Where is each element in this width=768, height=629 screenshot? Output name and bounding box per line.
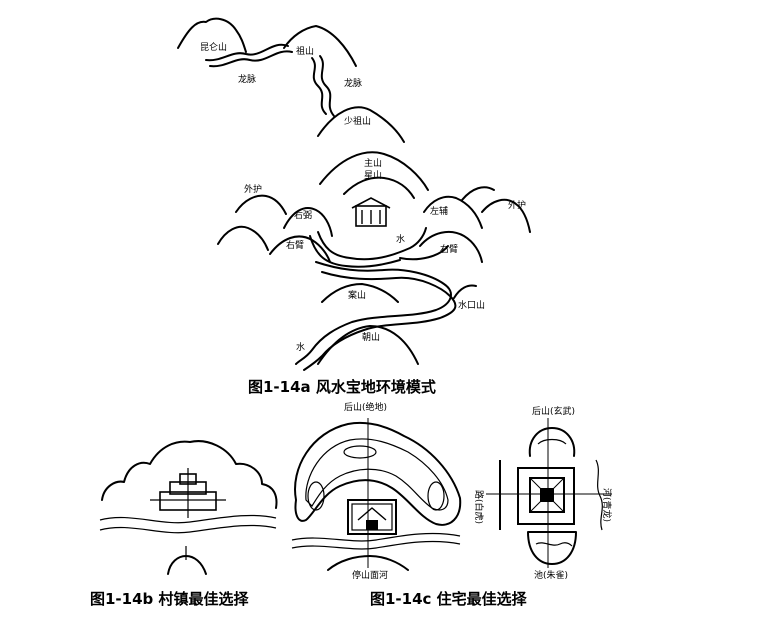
- river-green-dragon: [595, 459, 603, 531]
- label-c-bottom: 停山面河: [352, 569, 388, 581]
- label-longmai-1: 龙脉: [238, 73, 256, 85]
- an-mountain: [321, 283, 399, 303]
- label-zushan: 祖山: [296, 45, 314, 57]
- pond-red-bird: [527, 531, 577, 565]
- shaozu-mountain: [317, 106, 405, 143]
- right-arm: [419, 230, 483, 263]
- label-waihu-right: 外护: [508, 199, 526, 211]
- label-youbi2: 右臂: [286, 239, 304, 251]
- small-lake-right: [427, 481, 445, 511]
- label-waihu-left: 外护: [244, 183, 262, 195]
- left-assist-hill: [423, 195, 483, 229]
- label-zhushan: 主山: [364, 157, 382, 169]
- dragon-vein-1: [205, 43, 289, 62]
- main-mountain: [319, 151, 429, 191]
- water-stream: [317, 227, 427, 261]
- caption-c: 图1-14c 住宅最佳选择: [370, 590, 528, 608]
- water-flow-1: [295, 261, 452, 365]
- label-d-bottom: 池(朱雀): [534, 569, 568, 581]
- kunlun-mountain: [177, 17, 247, 53]
- label-c-top: 后山(绝地): [344, 401, 387, 413]
- label-zuobi: 右臂: [440, 243, 458, 255]
- dragon-vein-1b: [209, 50, 293, 68]
- label-shui-2: 水: [296, 341, 305, 353]
- outer-guard-left: [235, 194, 287, 215]
- left-arm-hill: [217, 225, 269, 251]
- dragon-vein-2: [311, 57, 327, 115]
- label-chaoshan: 朝山: [362, 332, 380, 343]
- shuikou-mountain: [453, 284, 477, 299]
- caption-a: 图1-14a 风水宝地环境模式: [248, 378, 436, 396]
- right-assist-hill: [283, 207, 333, 237]
- center-house: [351, 197, 391, 227]
- horseshoe-outer: [294, 422, 462, 526]
- back-mountain-d-inner: [537, 438, 567, 445]
- residence-d: [517, 467, 575, 525]
- front-river-1: [291, 532, 461, 542]
- residence-house: [347, 499, 397, 535]
- label-d-right: 河(青龙): [601, 488, 613, 522]
- figure-a: 昆仑山 祖山 龙脉 龙脉 少祖山 主山 星山 外护 外护 右弼 左辅 右臂 右臂…: [177, 17, 531, 396]
- dragon-vein-2b: [319, 55, 335, 117]
- figure-c: 后山(绝地) 停山面河 图1-14c 住宅最佳选择: [291, 401, 528, 608]
- water-main: [399, 245, 449, 261]
- star-mountain: [343, 176, 415, 199]
- label-kunlun: 昆仑山: [200, 41, 227, 53]
- label-anshan: 案山: [348, 289, 366, 301]
- label-shaozushan: 少祖山: [344, 115, 371, 127]
- label-jingshan: 星山: [364, 170, 382, 181]
- horseshoe-mid: [305, 438, 449, 511]
- village-river-1: [99, 514, 277, 524]
- caption-b: 图1-14b 村镇最佳选择: [90, 590, 249, 608]
- village-river-2: [99, 524, 277, 534]
- pond-wave-1: [535, 542, 573, 547]
- label-zuofu: 左辅: [430, 205, 448, 217]
- village-houses: [150, 468, 226, 518]
- zu-mountain: [283, 25, 357, 67]
- front-hill-c: [327, 555, 409, 571]
- outer-guard-right: [481, 198, 531, 233]
- right-far-hill: [461, 186, 495, 201]
- label-youbi: 右弼: [294, 209, 312, 221]
- label-shui: 水: [396, 233, 405, 245]
- back-mountain-d: [528, 427, 576, 457]
- village-front-hill: [167, 555, 207, 575]
- small-lake-top: [343, 445, 377, 459]
- label-longmai-2: 龙脉: [344, 77, 362, 89]
- front-river-2: [291, 540, 461, 550]
- chao-mountain: [317, 325, 419, 365]
- label-d-top: 后山(玄武): [532, 405, 575, 417]
- label-d-left: 路(白虎): [473, 490, 485, 524]
- water-stream-b: [309, 235, 401, 268]
- figure-b: 图1-14b 村镇最佳选择: [90, 440, 278, 608]
- figure-d: 后山(玄武) 路(白虎) 河(青龙) 池(朱雀): [473, 405, 613, 581]
- small-lake-left: [307, 481, 325, 511]
- village-back-hills: [101, 440, 278, 509]
- label-shuikoushan: 水口山: [458, 299, 485, 311]
- water-flow-2: [303, 271, 457, 371]
